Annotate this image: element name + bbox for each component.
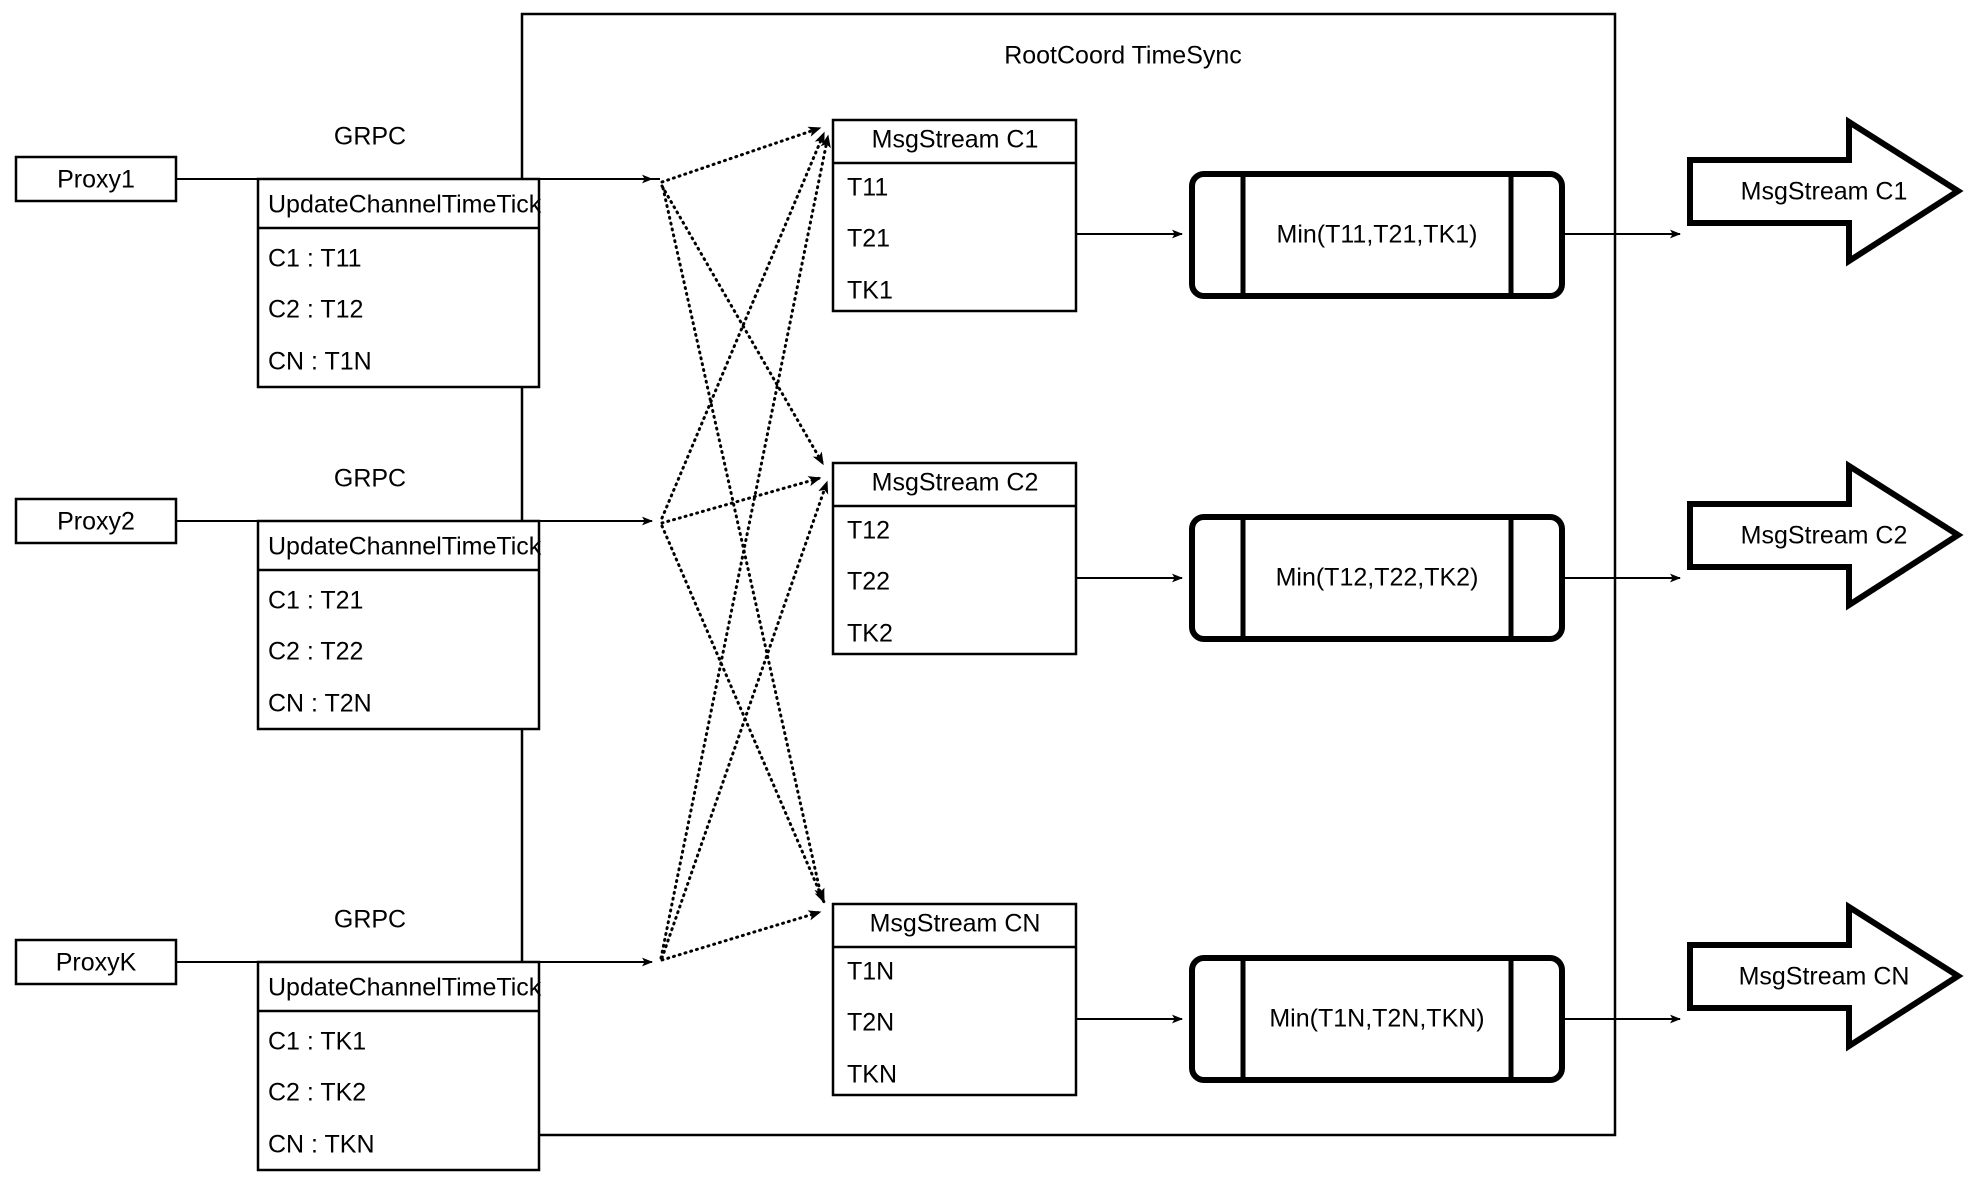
msgstream-row-2-0: T12	[847, 516, 891, 545]
grpc-label-3: GRPC	[333, 905, 407, 934]
proxy-box-1[interactable]	[14, 155, 178, 203]
output-block-arrow-1[interactable]	[1687, 116, 1964, 267]
timetick-row-1-0: C1 : T11	[268, 244, 362, 273]
proxy-label-1: Proxy1	[57, 165, 135, 194]
container-title: RootCoord TimeSync	[1004, 41, 1242, 70]
dotted-link-pk-cn	[660, 910, 822, 962]
timetick-row-1-2: CN : T1N	[268, 347, 372, 376]
msgstream-row-3-1: T2N	[847, 1008, 895, 1037]
output-label-1: MsgStream C1	[1740, 177, 1908, 206]
timetick-header-2: UpdateChannelTimeTick	[268, 532, 542, 561]
msgstream-box-3[interactable]	[831, 902, 1078, 1097]
timetick-box-3[interactable]	[256, 960, 541, 1172]
dotted-link-pk-c2	[660, 480, 829, 960]
timetick-box-2[interactable]	[256, 519, 541, 731]
dotted-link-p1-c1	[660, 126, 822, 184]
timetick-header-1: UpdateChannelTimeTick	[268, 190, 542, 219]
msgstream-row-2-1: T22	[847, 567, 891, 596]
msgstream-row-2-2: TK2	[847, 619, 893, 648]
proxy-label-2: Proxy2	[57, 507, 135, 536]
timetick-row-2-1: C2 : T22	[268, 637, 364, 666]
msgstream-box-2[interactable]	[831, 461, 1078, 656]
dotted-link-p2-c2	[660, 476, 822, 525]
timetick-row-3-1: C2 : TK2	[268, 1078, 367, 1107]
dotted-link-p2-c1	[660, 131, 826, 520]
proxy-box-2[interactable]	[14, 497, 178, 545]
msgstream-row-3-0: T1N	[847, 957, 895, 986]
output-block-arrow-2[interactable]	[1687, 460, 1964, 611]
min-label-1: Min(T11,T21,TK1)	[1276, 220, 1478, 249]
output-label-2: MsgStream C2	[1740, 521, 1908, 550]
msgstream-row-1-0: T11	[847, 173, 889, 202]
dotted-link-p1-cn	[661, 186, 825, 902]
timetick-header-3: UpdateChannelTimeTick	[268, 973, 542, 1002]
proxy-label-3: ProxyK	[55, 948, 137, 977]
output-block-arrow-3[interactable]	[1687, 901, 1964, 1052]
min-label-3: Min(T1N,T2N,TKN)	[1269, 1004, 1485, 1033]
dotted-link-pk-c1	[659, 134, 831, 960]
timetick-row-3-2: CN : TKN	[268, 1130, 375, 1159]
msgstream-header-1: MsgStream C1	[871, 125, 1039, 154]
timetick-box-1[interactable]	[256, 177, 541, 389]
msgstream-header-2: MsgStream C2	[871, 468, 1039, 497]
grpc-label-1: GRPC	[333, 122, 407, 151]
dotted-link-p2-cn	[660, 524, 826, 904]
min-label-2: Min(T12,T22,TK2)	[1275, 563, 1479, 592]
timetick-row-2-2: CN : T2N	[268, 689, 372, 718]
grpc-label-2: GRPC	[333, 464, 407, 493]
output-label-3: MsgStream CN	[1738, 962, 1910, 991]
timetick-row-3-0: C1 : TK1	[268, 1027, 367, 1056]
timetick-row-1-1: C2 : T12	[268, 295, 364, 324]
msgstream-header-3: MsgStream CN	[869, 909, 1041, 938]
msgstream-row-1-2: TK1	[847, 276, 893, 305]
msgstream-row-3-2: TKN	[847, 1060, 897, 1089]
msgstream-box-1[interactable]	[831, 118, 1078, 313]
msgstream-row-1-1: T21	[847, 224, 891, 253]
timetick-row-2-0: C1 : T21	[268, 586, 364, 615]
